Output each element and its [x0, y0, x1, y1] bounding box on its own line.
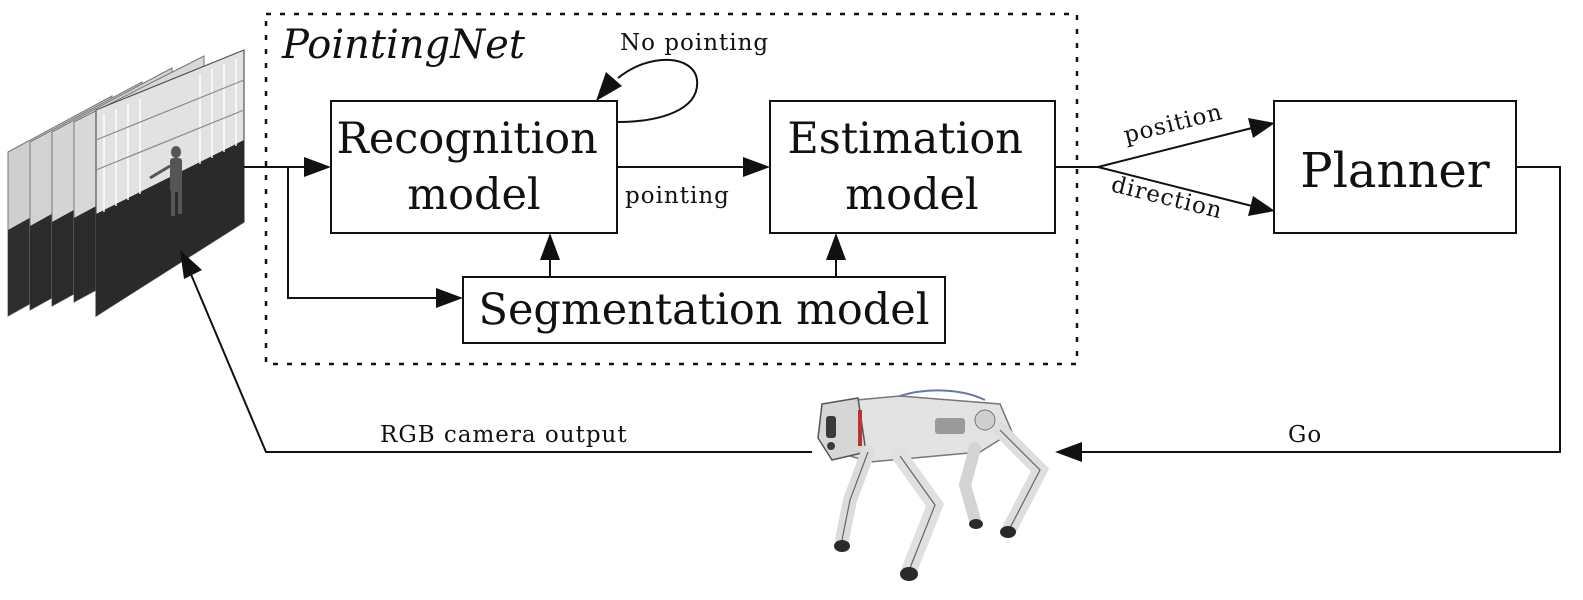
edge-label-position: position — [1121, 99, 1225, 149]
edge-planner-to-robot — [1055, 166, 1561, 462]
edge-segmentation-to-recognition — [540, 233, 560, 277]
edge-robot-to-camera — [180, 250, 812, 453]
edge-estimation-to-planner — [1055, 118, 1275, 216]
pointingnet-boundary — [264, 12, 1079, 366]
planner-box: Planner — [1273, 100, 1517, 234]
edge-camera-to-recognition — [244, 157, 331, 177]
svg-text:Recognition model: Recognition model — [336, 114, 611, 220]
segmentation-model-label: Segmentation model — [479, 285, 930, 335]
estimation-model-box: Estimation model — [769, 100, 1056, 234]
edge-label-no-pointing: No pointing — [620, 30, 769, 56]
estimation-model-label-line1: Estimation — [787, 114, 1023, 164]
segmentation-model-box: Segmentation model — [462, 276, 946, 344]
edge-no-pointing-loop — [596, 58, 699, 123]
edge-label-go: Go — [1288, 422, 1322, 448]
edge-label-rgb-camera-output: RGB camera output — [380, 422, 628, 448]
quadruped-robot-image — [817, 389, 1050, 581]
camera-frame-front — [95, 49, 245, 318]
recognition-model-box: Recognition model — [330, 100, 618, 234]
edge-segmentation-to-estimation — [826, 233, 846, 277]
planner-label: Planner — [1300, 143, 1490, 199]
svg-text:Estimation model: Estimation model — [787, 114, 1036, 220]
edge-recognition-to-estimation — [617, 157, 770, 177]
pointingnet-title: PointingNet — [281, 22, 526, 68]
estimation-model-label-line2: model — [845, 170, 978, 220]
edge-camera-to-segmentation — [287, 167, 463, 308]
camera-frame-stack — [7, 49, 245, 318]
recognition-model-label-line2: model — [407, 170, 540, 220]
recognition-model-label-line1: Recognition — [336, 114, 597, 164]
person-silhouette — [149, 146, 182, 216]
edge-label-pointing: pointing — [625, 183, 730, 209]
edge-label-direction: direction — [1109, 172, 1226, 225]
